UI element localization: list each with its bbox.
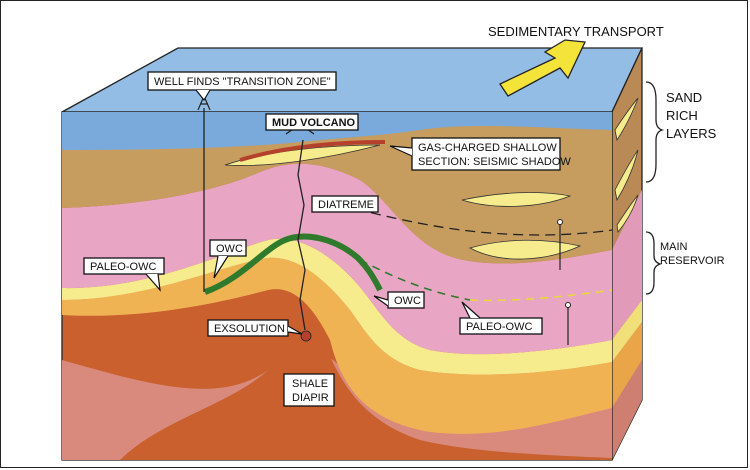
right-face-pink bbox=[612, 190, 642, 340]
right-face-salmon bbox=[612, 360, 642, 460]
marker-dot-1 bbox=[557, 219, 563, 225]
layer-orange bbox=[62, 257, 612, 434]
callout-gas-text-1: GAS-CHARGED SHALLOW bbox=[418, 142, 557, 154]
callout-paleo-owc-left-text: PALEO-OWC bbox=[90, 261, 156, 273]
right-face-sand-lens-3 bbox=[616, 194, 639, 233]
callout-paleo-owc-left-box bbox=[83, 257, 165, 275]
right-face-sand-lens-1 bbox=[614, 97, 639, 142]
paleo-dash-green bbox=[359, 259, 471, 301]
gas-charged-band bbox=[239, 140, 386, 162]
callout-well-text: WELL FINDS "TRANSITION ZONE" bbox=[154, 76, 331, 88]
callout-shale-text: SHALE bbox=[292, 378, 328, 390]
right-face-yellow bbox=[612, 300, 642, 362]
sand-lens-lower bbox=[468, 239, 582, 260]
label-sand: SAND bbox=[666, 90, 702, 105]
oil-leg bbox=[203, 233, 383, 295]
callout-well-pointer bbox=[195, 89, 211, 102]
callout-owc-right-text: OWC bbox=[394, 295, 421, 307]
callout-owc-right-pointer bbox=[373, 295, 389, 307]
sea-front bbox=[62, 112, 612, 150]
label-main: MAIN bbox=[660, 241, 688, 253]
callout-mud-volcano-box bbox=[265, 113, 359, 131]
callout-diatreme-box bbox=[311, 195, 379, 213]
right-face-orange bbox=[612, 322, 642, 408]
callout-paleo-owc-right-text: PALEO-OWC bbox=[466, 321, 532, 333]
callout-mud-volcano-text: MUD VOLCANO bbox=[272, 117, 356, 129]
sedimentary-transport-arrow bbox=[499, 39, 586, 97]
layer-pink bbox=[62, 163, 612, 355]
layer-yellow-lower bbox=[62, 238, 612, 375]
callout-owc-left-pointer bbox=[213, 255, 229, 279]
sand-lens-upper bbox=[461, 192, 572, 207]
marker-dot-2 bbox=[565, 302, 571, 308]
label-rich: RICH bbox=[666, 108, 698, 123]
label-reservoir: RESERVOIR bbox=[660, 255, 725, 267]
callout-shale-diapir-box bbox=[283, 373, 335, 407]
paleo-dash-yellow bbox=[469, 289, 613, 302]
callout-paleo-owc-right-box bbox=[459, 317, 543, 335]
callout-exsolution-pointer bbox=[287, 325, 303, 335]
mud-conduit bbox=[297, 139, 306, 331]
callout-diapir-text: DIAPIR bbox=[292, 392, 329, 404]
right-face-sand-lens-2 bbox=[614, 149, 639, 202]
callout-diatreme-text: DIATREME bbox=[318, 199, 374, 211]
callout-gas-box bbox=[411, 137, 561, 171]
callout-well-box bbox=[147, 71, 337, 91]
title-sedimentary-transport: SEDIMENTARY TRANSPORT bbox=[488, 24, 664, 39]
callout-owc-left-text: OWC bbox=[216, 243, 243, 255]
label-layers: LAYERS bbox=[666, 126, 717, 141]
shale-diapir bbox=[120, 331, 612, 460]
callout-gas-text-2: SECTION: SEISMIC SHADOW bbox=[418, 156, 571, 168]
sand-rich-bracket bbox=[645, 81, 665, 183]
callout-paleo-owc-right-pointer bbox=[461, 301, 481, 319]
callout-gas-pointer bbox=[389, 145, 413, 157]
callout-exsolution-text: EXSOLUTION bbox=[214, 323, 285, 335]
exsolution-spot bbox=[300, 330, 312, 342]
main-reservoir-bracket bbox=[645, 231, 663, 295]
callout-paleo-owc-left-pointer bbox=[145, 273, 161, 292]
